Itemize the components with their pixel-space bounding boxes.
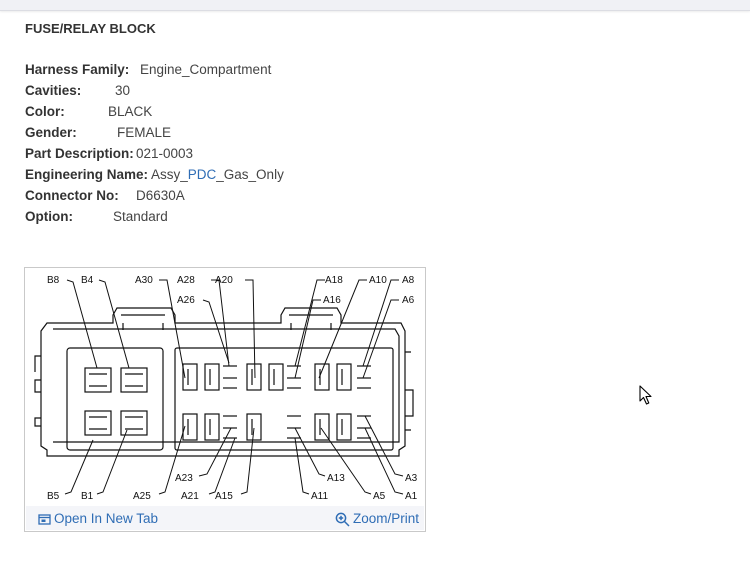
pin-label-b1: B1 (81, 491, 94, 502)
right-mount-tab (405, 351, 414, 431)
pin-label-a13: A13 (327, 473, 345, 484)
connector-pinout-diagram[interactable]: B8 B4 A30 A28 A20 A26 A18 A16 A10 A8 A6 … (25, 268, 425, 506)
zoom-print-link[interactable]: Zoom/Print (335, 510, 419, 527)
relay-terminals (84, 367, 148, 436)
housing-outline (40, 307, 406, 457)
property-label: Harness Family: (25, 62, 130, 77)
engineering-name-prefix: Assy_ (151, 167, 188, 182)
pin-label-a26: A26 (177, 295, 195, 306)
open-in-new-tab-label: Open In New Tab (54, 511, 159, 526)
pin-label-a21: A21 (181, 491, 199, 502)
pin-label-a23: A23 (175, 473, 193, 484)
property-value: FEMALE (117, 125, 172, 140)
property-value: Standard (113, 209, 168, 224)
pin-label-b4: B4 (81, 275, 94, 286)
property-label: Option: (25, 209, 73, 224)
housing-inner-line (53, 328, 400, 443)
property-label: Engineering Name: (25, 167, 149, 182)
housing-latch (121, 314, 333, 330)
relay-section (66, 347, 164, 451)
property-value: D6630A (136, 188, 185, 203)
property-label: Cavities: (25, 83, 82, 98)
property-value: 021-0003 (136, 146, 194, 161)
left-mount-tab (34, 355, 41, 427)
pdc-link[interactable]: PDC (187, 167, 217, 182)
zoom-magnifier-icon (335, 512, 350, 527)
pin-label-a25: A25 (133, 491, 151, 502)
connector-diagram-panel: B8 B4 A30 A28 A20 A26 A18 A16 A10 A8 A6 … (24, 267, 426, 532)
pin-label-b5: B5 (47, 491, 60, 502)
pin-label-a16: A16 (323, 295, 341, 306)
open-in-new-tab-icon (38, 514, 51, 525)
pin-label-a30: A30 (135, 275, 153, 286)
property-label: Connector No: (25, 188, 119, 203)
zoom-print-label: Zoom/Print (352, 511, 419, 526)
property-label: Part Description: (25, 146, 134, 161)
fuse-cavities (182, 363, 371, 441)
engineering-name-suffix: _Gas_Only (216, 167, 284, 182)
top-toolbar-edge (0, 0, 750, 11)
pin-label-a15: A15 (215, 491, 233, 502)
pin-label-a28: A28 (177, 275, 195, 286)
open-in-new-tab-link[interactable]: Open In New Tab (38, 510, 158, 527)
pin-label-a11: A11 (311, 491, 328, 502)
section-title: FUSE/RELAY BLOCK (25, 21, 156, 36)
mouse-pointer-icon (639, 385, 653, 410)
pin-label-a3: A3 (405, 473, 418, 484)
pin-leader-lines (64, 279, 404, 495)
property-value: 30 (115, 83, 131, 98)
diagram-footer: Open In New Tab Zoom/Print (26, 506, 424, 530)
pin-label-a18: A18 (325, 275, 343, 286)
fuse-section (174, 347, 394, 451)
pin-label-a6: A6 (402, 295, 415, 306)
pin-label-a8: A8 (402, 275, 415, 286)
pin-label-a10: A10 (369, 275, 387, 286)
pin-label-a1: A1 (405, 491, 418, 502)
property-value: Assy_PDC_Gas_Only (151, 166, 284, 183)
property-label: Gender: (25, 125, 77, 140)
property-label: Color: (25, 104, 65, 119)
property-value: Engine_Compartment (140, 62, 272, 77)
property-value: BLACK (108, 104, 153, 119)
pin-label-b8: B8 (47, 275, 60, 286)
pin-label-a20: A20 (215, 275, 233, 286)
pin-label-a5: A5 (373, 491, 386, 502)
